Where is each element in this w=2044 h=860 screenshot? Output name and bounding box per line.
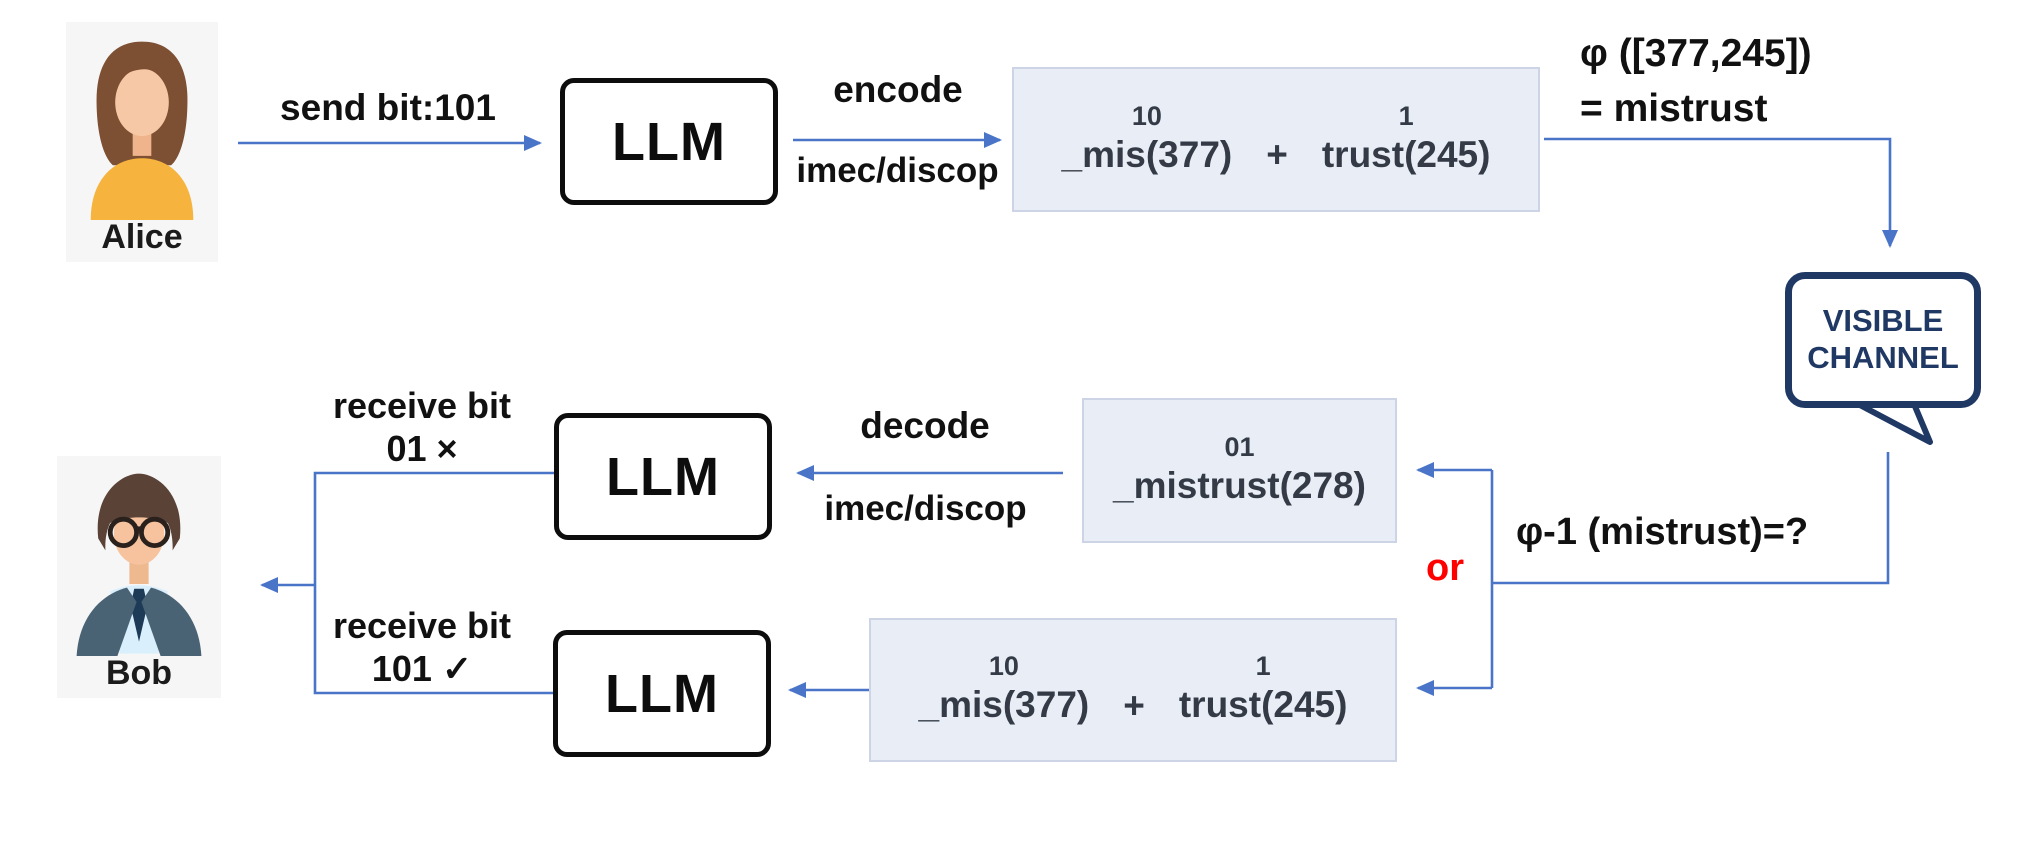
alice-label: Alice [101, 218, 183, 256]
merge-bracket-line [313, 471, 554, 695]
llm-label: LLM [606, 446, 720, 507]
phi-mapping-line1: φ ([377,245]) [1580, 32, 1812, 75]
token-column: 1 trust(245) [1322, 101, 1491, 178]
token-text: _mistrust(278) [1113, 464, 1366, 506]
bits-superscript: 01 [1224, 431, 1255, 462]
encoded-tokens-box: 10 _mis(377) + 1 trust(245) [1012, 67, 1540, 212]
llm-box-encoder: LLM [560, 78, 778, 205]
bits-superscript: 10 [988, 651, 1019, 682]
llm-label: LLM [605, 663, 719, 724]
token-column: 1 trust(245) [1179, 651, 1348, 728]
alice-card: Alice [66, 22, 218, 262]
receive-wrong-line2: 01 × [386, 428, 458, 470]
encode-label: encode [833, 69, 963, 110]
llm-box-decoder-bottom: LLM [553, 630, 771, 757]
phi-mapping-line2: = mistrust [1580, 87, 1768, 131]
send-bit-label: send bit:101 [280, 87, 496, 128]
token-text: trust(245) [1178, 684, 1348, 726]
token-column: 10 _mis(377) [919, 651, 1090, 728]
token-text: _mis(377) [1061, 133, 1233, 175]
channel-line1: VISIBLE [1822, 303, 1944, 339]
llm-label: LLM [612, 111, 726, 172]
to-channel-arrow [1544, 137, 1898, 248]
channel-down-connector [1492, 452, 1890, 585]
token-text: trust(245) [1321, 133, 1491, 175]
bob-card: Bob [57, 456, 221, 698]
receive-bit-wrong-label: receive bit 01 × [296, 384, 548, 470]
visible-channel-bubble: VISIBLE CHANNEL [1785, 272, 1981, 408]
llm-box-decoder-top: LLM [554, 413, 772, 540]
receive-bit-correct-label: receive bit 101 ✓ [296, 604, 548, 690]
bits-superscript: 10 [1131, 100, 1162, 131]
decoded-tokens-box-correct: 10 _mis(377) + 1 trust(245) [869, 618, 1397, 762]
decoded-tokens-box-wrong: 01 _mistrust(278) [1082, 398, 1397, 543]
channel-line2: CHANNEL [1807, 340, 1959, 375]
alice-avatar-icon [90, 41, 194, 220]
receive-correct-line1: receive bit [332, 605, 512, 646]
token-column: 10 _mis(377) [1062, 101, 1233, 178]
phi-inverse-label: φ-1 (mistrust)=? [1516, 511, 1809, 553]
plus-sign: + [1123, 684, 1145, 726]
encode-method-label: imec/discop [796, 151, 999, 190]
bob-label: Bob [105, 654, 173, 692]
receive-correct-line2: 101 ✓ [371, 648, 473, 690]
or-label: or [1426, 547, 1464, 589]
decode-label: decode [860, 405, 990, 446]
receive-wrong-line1: receive bit [332, 385, 512, 426]
bits-superscript: 1 [1398, 100, 1414, 131]
bob-avatar-icon [76, 473, 202, 656]
bits-superscript: 1 [1255, 651, 1271, 682]
phi-mapping-label: φ ([377,245]) = mistrust [1580, 26, 1812, 137]
token-text: _mis(377) [918, 684, 1090, 726]
decode-method-label: imec/discop [824, 489, 1027, 528]
plus-sign: + [1266, 134, 1288, 175]
